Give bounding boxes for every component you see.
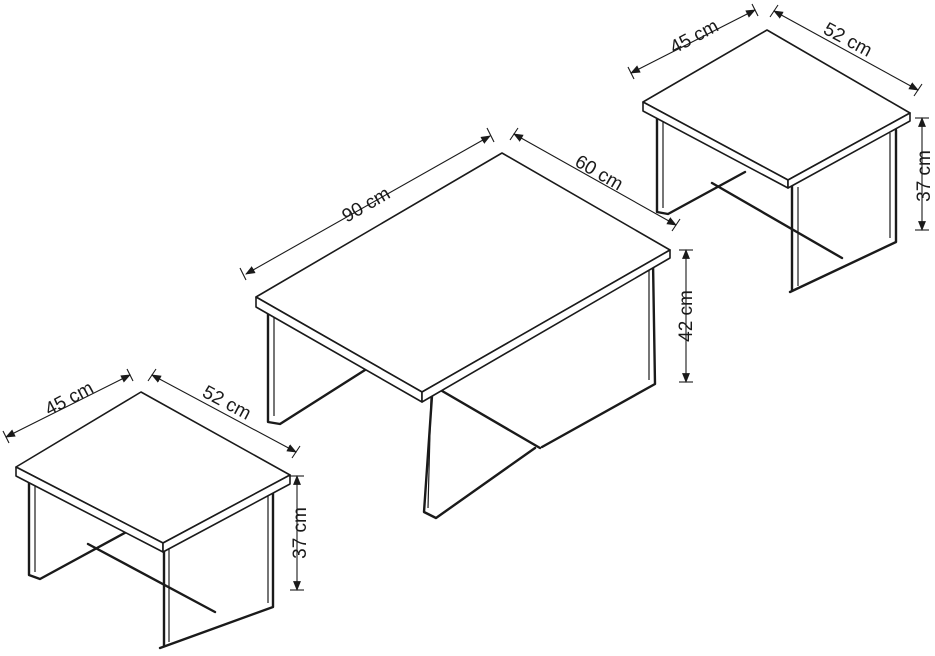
left-side-table: [15, 391, 291, 650]
right-side-table-frame: [655, 113, 898, 294]
right-side-table-height-label: 37 cm: [914, 150, 935, 202]
right-side-table-width-label: 52 cm: [820, 19, 876, 62]
right-side-table: [642, 29, 911, 294]
right-side-table-height-dimension: 37 cm: [914, 117, 935, 231]
right-side-table-depth-label: 45 cm: [667, 16, 723, 59]
coffee-table: [255, 152, 671, 520]
coffee-table-depth-label: 60 cm: [571, 151, 626, 195]
left-side-table-frame: [27, 476, 275, 650]
left-side-table-depth-label: 45 cm: [42, 378, 98, 421]
left-side-table-height-label: 37 cm: [290, 507, 311, 559]
left-side-table-width-label: 52 cm: [199, 382, 255, 425]
coffee-table-height-dimension: 42 cm: [676, 249, 697, 383]
coffee-table-right-leg-frame: [422, 260, 657, 520]
coffee-table-height-label: 42 cm: [676, 290, 697, 342]
left-side-table-height-dimension: 37 cm: [290, 475, 311, 591]
